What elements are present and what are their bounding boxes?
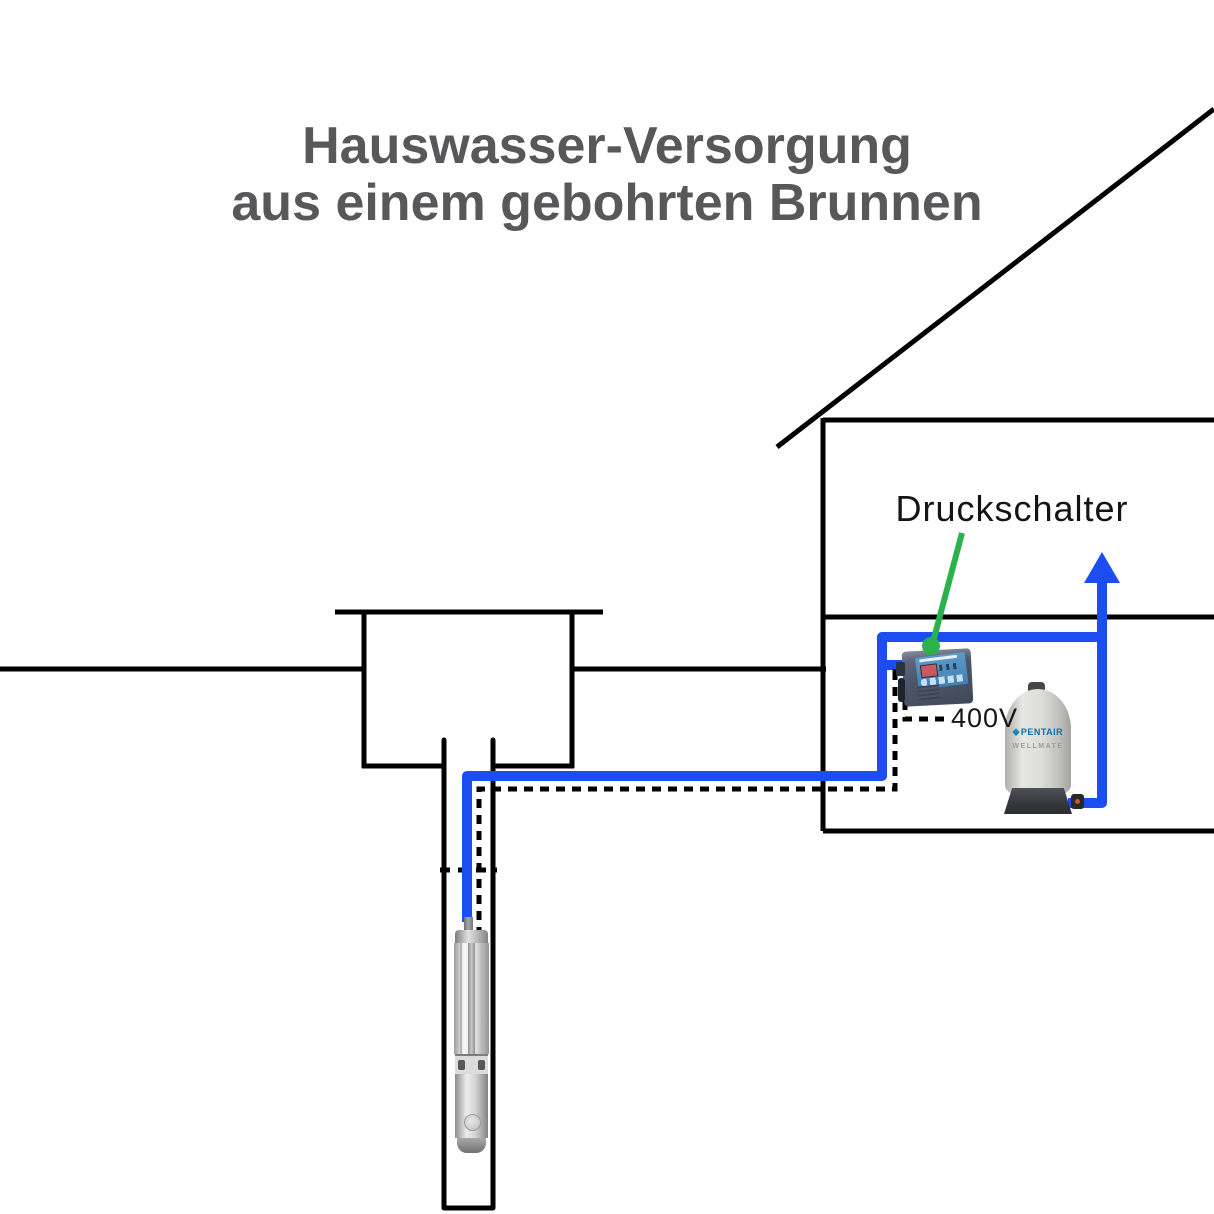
suction-slot [458,1060,465,1070]
pump-motor-badge [464,1114,481,1131]
pointer-dot [922,637,940,655]
pump-stripe [481,943,483,1054]
pump-stripe [460,943,462,1054]
pump-shaft [468,943,475,1054]
supply-arrow-head [1084,552,1120,583]
pointer-line [930,532,965,643]
submersible-pump [452,915,492,1155]
pump-motor-section [455,1074,488,1138]
power-cable-400v-dashed [902,701,949,722]
pressure-switch-label: Druckschalter [895,488,1129,529]
diagram-title: Hauswasser-Versorgung aus einem gebohrte… [0,118,1214,232]
pump-outlet-stub [464,917,473,935]
diagram-title-line1: Hauswasser-Versorgung [302,117,912,175]
tank-cap [1028,682,1045,693]
tank-base [1004,788,1072,814]
tank-model-text: WELLMATE [1012,743,1064,750]
cable-gland [898,678,905,702]
pump-stage-section [454,943,489,1054]
pipe-connector [896,662,905,676]
suction-slot [478,1060,485,1070]
pressure-tank: PENTAIR WELLMATE [1002,680,1084,816]
voltage-label: 400V [951,703,1019,733]
pressure-switch-device [896,638,978,710]
pump-top-cap [455,930,488,943]
roof-line [775,107,1214,449]
valve-handle [1075,799,1080,804]
diagram-title-line2: aus einem gebohrten Brunnen [231,174,983,232]
water-pipe-main [462,632,1102,922]
tank-outlet-valve [1071,794,1084,809]
tank-brand-logo: PENTAIR [1005,727,1071,737]
tank-brand-text: PENTAIR [1020,727,1064,737]
pump-cable-dashed [476,669,906,936]
tank-body: PENTAIR WELLMATE [1005,689,1071,795]
pump-bottom-cap [457,1138,486,1153]
